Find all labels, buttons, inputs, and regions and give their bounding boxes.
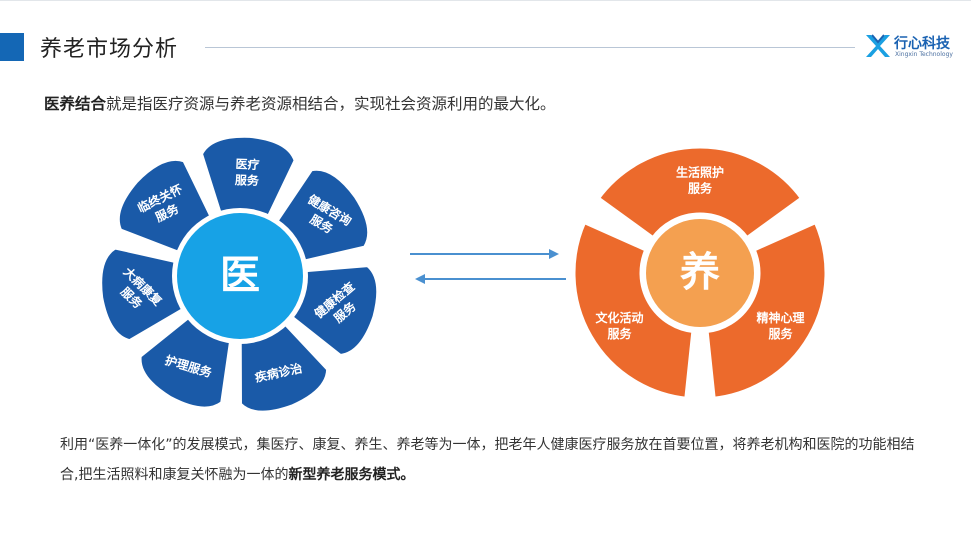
care-center-circle <box>646 219 754 327</box>
title-divider <box>205 47 855 48</box>
care-segment-label: 精神心理服务 <box>757 310 805 341</box>
medical-petal-label: 医疗服务 <box>235 156 261 188</box>
care-center-label-line: 养 <box>680 249 720 295</box>
medical-center-label-line: 医 <box>220 252 260 298</box>
medical-center-circle <box>177 213 303 339</box>
intro-keyword: 医养结合 <box>44 95 107 113</box>
care-center-label: 养 <box>680 249 720 295</box>
logo-x-icon <box>866 34 890 57</box>
summary-body: 利用“医养一体化”的发展模式，集医疗、康复、养生、养老等为一体，把老年人健康医疗… <box>60 437 915 483</box>
care-segment-label-line: 服务 <box>607 326 632 341</box>
medical-petal-label-line: 医疗 <box>235 156 260 172</box>
arrow-right-head <box>549 249 559 259</box>
page-title: 养老市场分析 <box>40 37 179 62</box>
arrow-left-head <box>415 274 425 284</box>
top-rule <box>0 0 971 1</box>
intro-rest: 就是指医疗资源与养老资源相结合，实现社会资源利用的最大化。 <box>106 95 556 113</box>
brand-logo: 行心科技 Xingxin Technology <box>864 30 964 62</box>
logo-subtitle: Xingxin Technology <box>895 51 953 58</box>
title-accent-bar <box>0 33 24 61</box>
care-segment-label-line: 服务 <box>769 326 794 341</box>
care-segment-label-line: 精神心理 <box>757 310 805 325</box>
summary-emphasis: 新型养老服务模式。 <box>288 467 415 483</box>
care-segment-label-line: 生活照护 <box>676 164 724 179</box>
care-segment-label-line: 文化活动 <box>595 310 643 325</box>
care-segment-label-line: 服务 <box>688 180 713 195</box>
medical-center-label: 医 <box>220 252 260 298</box>
care-segment-label: 生活照护服务 <box>676 164 724 195</box>
summary-text: 利用“医养一体化”的发展模式，集医疗、康复、养生、养老等为一体，把老年人健康医疗… <box>60 430 920 490</box>
intro-text: 医养结合就是指医疗资源与养老资源相结合，实现社会资源利用的最大化。 <box>44 92 556 114</box>
medical-petal-label-line: 服务 <box>235 172 261 188</box>
logo-name: 行心科技 <box>894 36 950 52</box>
exchange-arrows <box>410 249 566 284</box>
care-segment-label: 文化活动服务 <box>595 310 643 341</box>
